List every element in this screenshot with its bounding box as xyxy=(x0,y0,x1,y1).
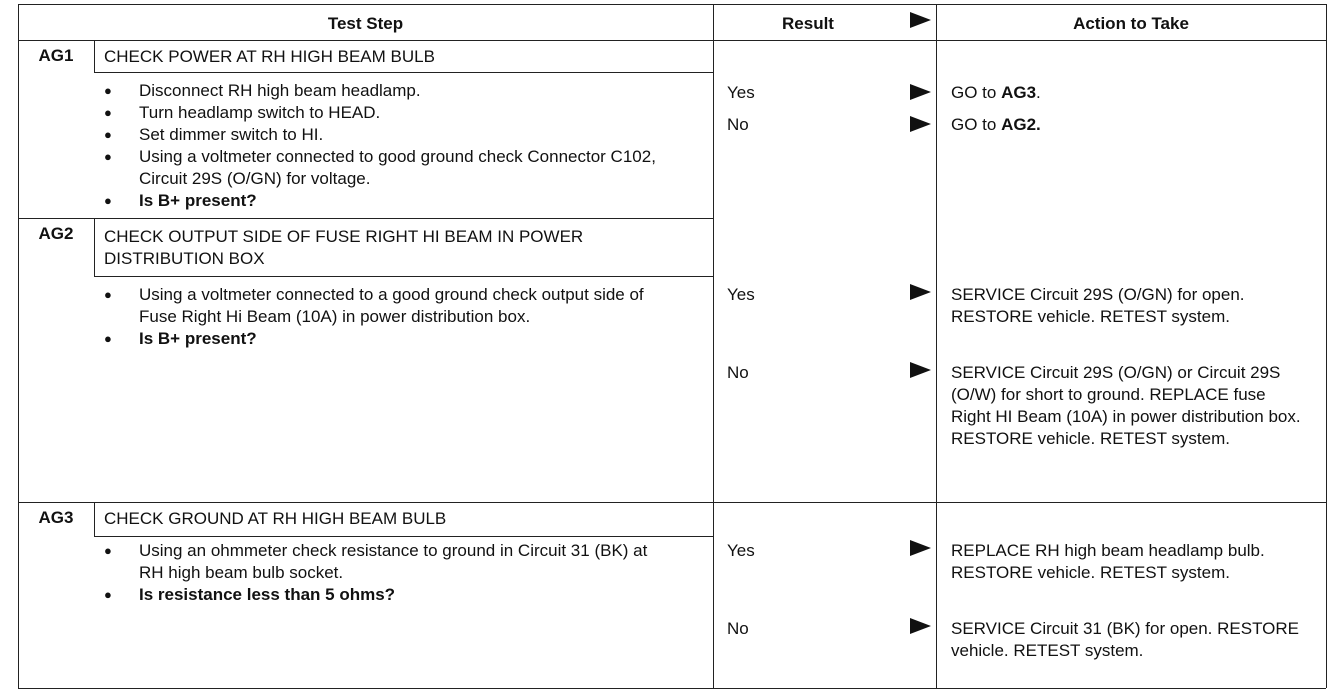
bullet-item: Using an ohmmeter check resistance to gr… xyxy=(104,540,674,584)
action-column-divider xyxy=(936,4,937,688)
header-arrow-icon xyxy=(910,12,931,28)
bullet-item: Using a voltmeter connected to a good gr… xyxy=(104,284,664,328)
step-bullet-list: Using an ohmmeter check resistance to gr… xyxy=(104,540,674,606)
arrow-icon xyxy=(910,84,931,100)
result-no: No xyxy=(727,363,749,382)
bullet-item: Using a voltmeter connected to good grou… xyxy=(104,146,684,190)
table-top-border xyxy=(18,4,1326,5)
result-no: No xyxy=(727,115,749,134)
action-text: REPLACE RH high beam headlamp bulb. REST… xyxy=(951,541,1265,582)
ag2-ag3-separator xyxy=(18,502,1326,503)
ag3-title-underline xyxy=(94,536,713,537)
ag2-title-underline xyxy=(94,276,713,277)
code-divider-ag1 xyxy=(94,40,95,72)
step-question: Is B+ present? xyxy=(104,190,684,212)
action-text: SERVICE Circuit 29S (O/GN) for open. RES… xyxy=(951,285,1245,326)
result-yes: Yes xyxy=(727,541,755,560)
result-yes: Yes xyxy=(727,285,755,304)
action-text: SERVICE Circuit 29S (O/GN) or Circuit 29… xyxy=(951,363,1301,448)
bullet-item: Turn headlamp switch to HEAD. xyxy=(104,102,684,124)
step-title: CHECK GROUND AT RH HIGH BEAM BULB xyxy=(104,509,447,528)
result-no: No xyxy=(727,619,749,638)
header-action: Action to Take xyxy=(1073,14,1189,33)
action-text: SERVICE Circuit 31 (BK) for open. RESTOR… xyxy=(951,619,1299,660)
ag1-ag2-separator xyxy=(18,218,713,219)
step-title: CHECK POWER AT RH HIGH BEAM BULB xyxy=(104,47,435,66)
action-text: GO to AG2. xyxy=(951,115,1041,134)
table-left-border xyxy=(18,4,19,688)
step-question: Is B+ present? xyxy=(104,328,664,350)
arrow-icon xyxy=(910,618,931,634)
header-bottom-border xyxy=(18,40,1326,41)
result-yes: Yes xyxy=(727,83,755,102)
step-question: Is resistance less than 5 ohms? xyxy=(104,584,674,606)
bullet-item: Disconnect RH high beam headlamp. xyxy=(104,80,684,102)
step-code: AG3 xyxy=(38,508,74,527)
code-divider-ag2 xyxy=(94,218,95,276)
ag1-title-underline xyxy=(94,72,713,73)
header-result: Result xyxy=(782,14,834,33)
header-test-step: Test Step xyxy=(327,14,404,33)
result-column-divider xyxy=(713,4,714,688)
arrow-icon xyxy=(910,540,931,556)
arrow-icon xyxy=(910,362,931,378)
step-code: AG2 xyxy=(38,224,74,243)
step-bullet-list: Using a voltmeter connected to a good gr… xyxy=(104,284,664,350)
code-divider-ag3 xyxy=(94,502,95,536)
table-right-border xyxy=(1326,4,1327,688)
bullet-item: Set dimmer switch to HI. xyxy=(104,124,684,146)
step-code: AG1 xyxy=(38,46,74,65)
arrow-icon xyxy=(910,284,931,300)
arrow-icon xyxy=(910,116,931,132)
table-bottom-border xyxy=(18,688,1326,689)
action-text: GO to AG3. xyxy=(951,83,1041,102)
step-bullet-list: Disconnect RH high beam headlamp. Turn h… xyxy=(104,80,684,212)
step-title: CHECK OUTPUT SIDE OF FUSE RIGHT HI BEAM … xyxy=(104,227,584,268)
